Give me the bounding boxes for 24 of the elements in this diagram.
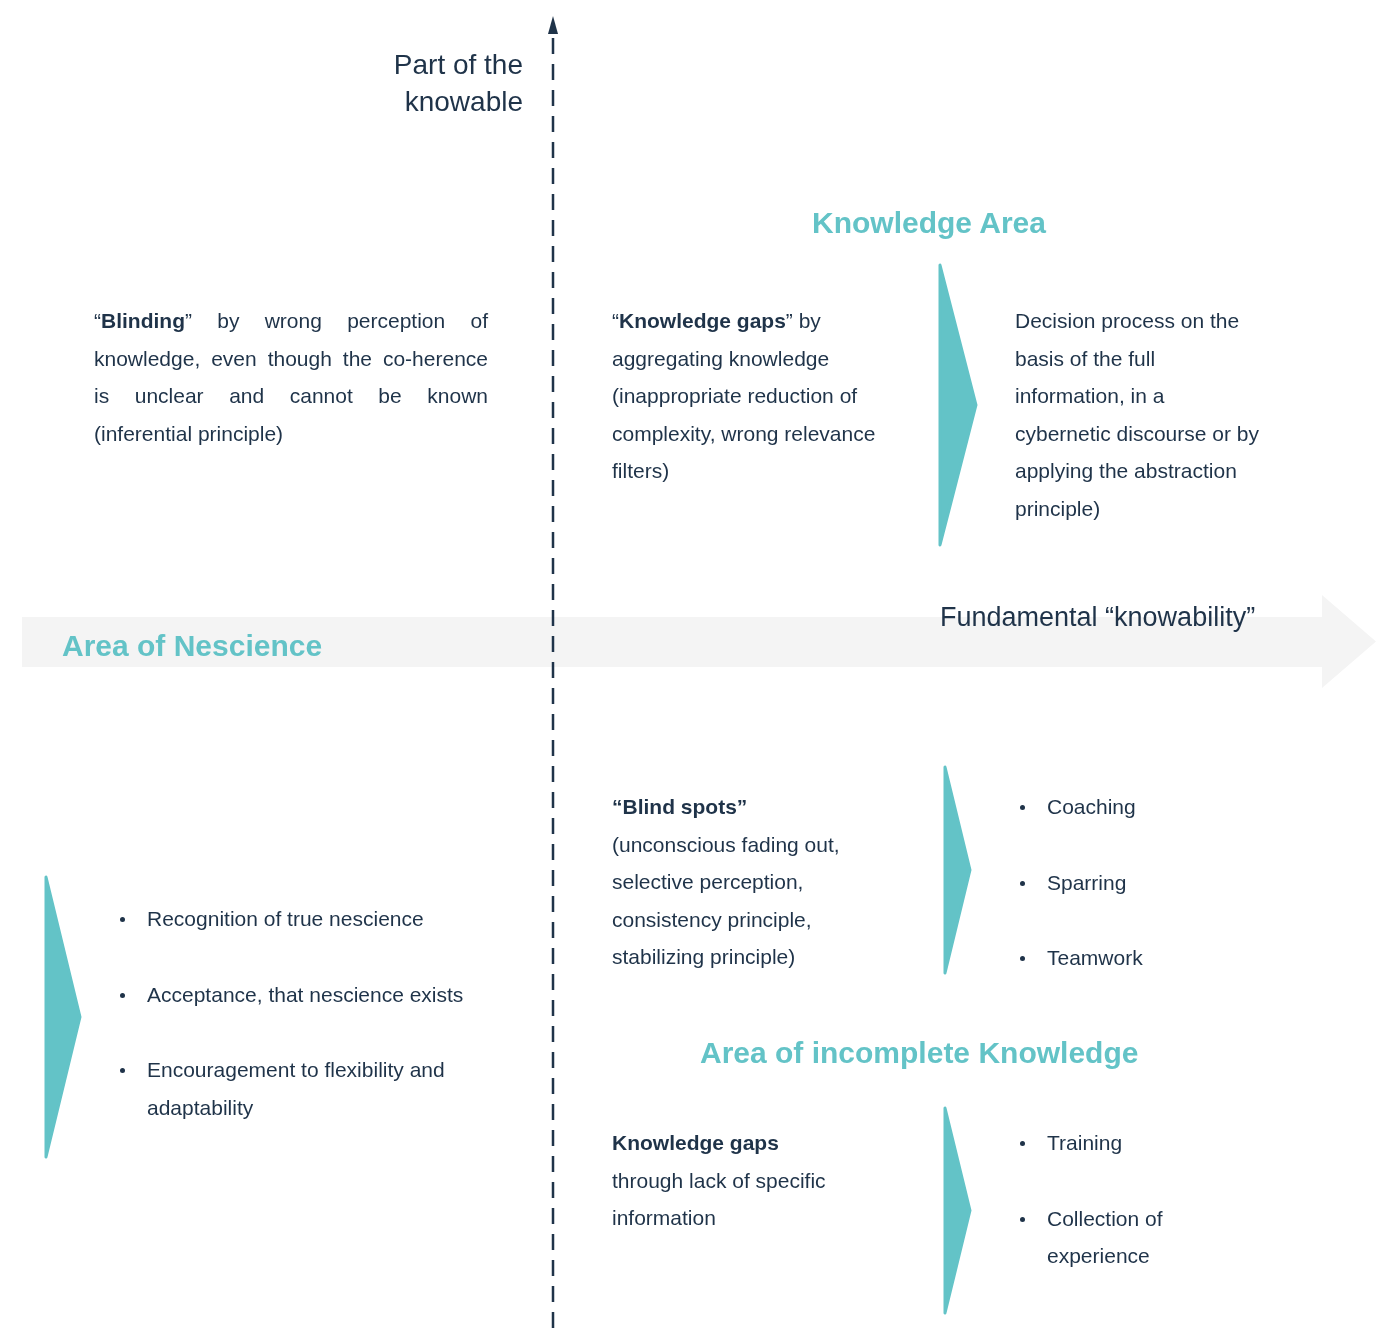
bullet-item: Encouragement to flexibility and adaptability	[147, 1057, 446, 1121]
bullet-item: Sparring	[1047, 869, 1127, 896]
description-text: “Blinding” by wrong perception of knowledge, even though the co-herence is unclear and cannot be known (inferential principle)	[94, 308, 488, 447]
chevron-arrow	[943, 765, 972, 975]
bullet-item: Recognition of true nescience	[147, 906, 424, 932]
axis-label: Part of the knowable	[392, 48, 523, 119]
area-title: Area of Nescience	[62, 628, 323, 664]
bullet-item: Teamwork	[1047, 945, 1143, 971]
quadrant-title: Knowledge Area	[812, 205, 1046, 241]
description-text: “Knowledge gaps” by aggregating knowledge (inappropriate reduction of complexity, wrong relevance filters)	[612, 302, 940, 490]
chevron-arrow	[938, 263, 978, 547]
axis-label: Fundamental “knowability”	[940, 601, 1256, 634]
quadrant-title: Area of incomplete Knowledge	[700, 1035, 1139, 1071]
chevron-arrow	[44, 875, 82, 1159]
heading-text: “Blind spots”	[612, 794, 749, 820]
description-text: Decision process on the basis of the full information, in a cybernetic discourse or by applying the abstraction principle)	[976, 302, 1261, 527]
description-text: (unconscious fading out, selective perception, consistency principle, stabilizing principle)	[612, 831, 841, 970]
bullet-item: Training	[1047, 1130, 1123, 1156]
chevron-arrow	[943, 1106, 972, 1315]
bullet-item: Coaching	[1047, 794, 1136, 820]
bullet-item: Collection of experience	[1047, 1205, 1164, 1269]
bullet-item: Acceptance, that nescience exists	[147, 981, 464, 1008]
heading-text: Knowledge gaps	[612, 1130, 780, 1156]
description-text: through lack of specific information	[612, 1167, 827, 1231]
